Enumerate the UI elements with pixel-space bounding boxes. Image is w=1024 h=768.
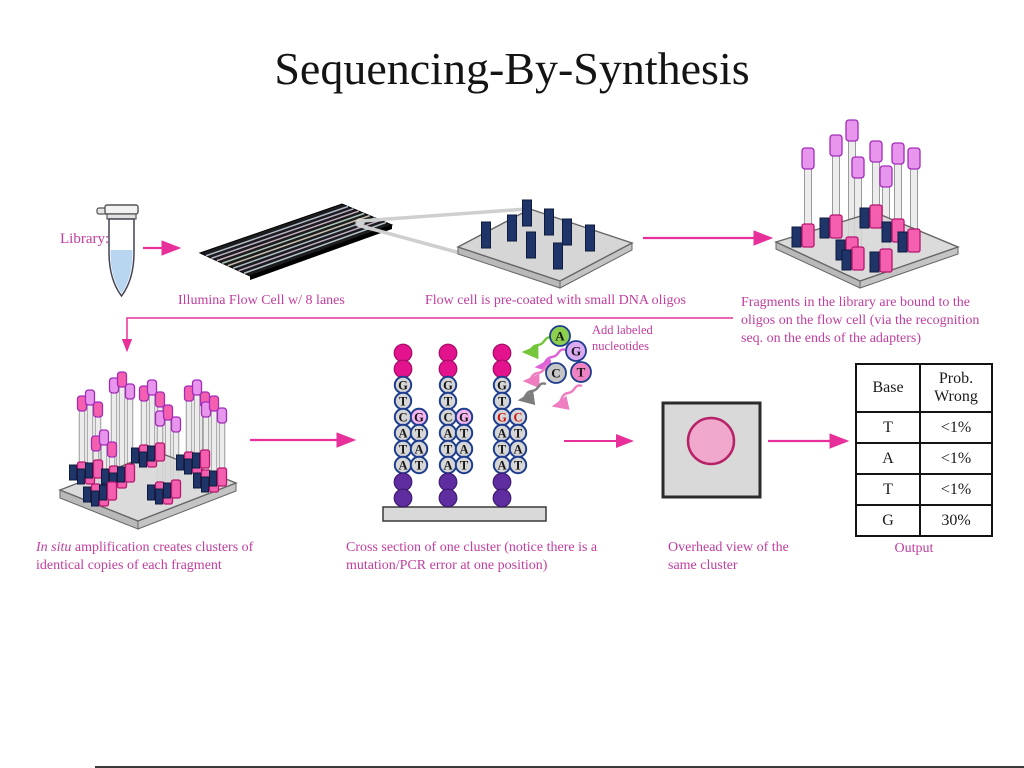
slide-title: Sequencing-By-Synthesis <box>274 43 750 94</box>
flow-cell-caption: Illumina Flow Cell w/ 8 lanes <box>178 293 345 308</box>
oligo-plate-caption: Flow cell is pre-coated with small DNA o… <box>425 293 686 308</box>
svg-text:A: A <box>513 442 522 456</box>
svg-text:G: G <box>414 410 424 424</box>
svg-text:G: G <box>459 410 469 424</box>
svg-text:T: T <box>514 426 523 440</box>
cross-section-caption: Cross section of one cluster (notice the… <box>346 540 598 573</box>
table-cell: T <box>855 473 921 506</box>
oligo-plate-illustration <box>456 199 634 289</box>
zoom-lines <box>359 207 529 255</box>
table-row: A<1% <box>855 442 993 475</box>
svg-text:G: G <box>497 410 507 424</box>
fragments-plate-illustration <box>774 119 960 289</box>
output-caption: Output <box>894 541 934 556</box>
fragments-caption: Fragments in the library are bound to th… <box>741 295 980 346</box>
svg-text:T: T <box>444 442 453 456</box>
cluster-spot <box>686 416 736 466</box>
svg-text:A: A <box>555 329 565 344</box>
svg-text:A: A <box>443 458 452 472</box>
svg-text:G: G <box>443 378 453 392</box>
free-nucleotides: AGC T <box>517 325 592 410</box>
table-cell: <1% <box>919 411 993 444</box>
svg-text:T: T <box>399 442 408 456</box>
library-label: Library: <box>60 231 110 247</box>
svg-text:C: C <box>551 366 560 381</box>
slide-bottom-edge <box>95 766 1024 768</box>
overhead-view <box>661 401 762 499</box>
library-tube-illustration <box>96 204 139 298</box>
svg-text:A: A <box>497 426 506 440</box>
svg-text:A: A <box>497 458 506 472</box>
svg-text:T: T <box>415 458 424 472</box>
svg-text:T: T <box>514 458 523 472</box>
table-cell: A <box>855 442 921 475</box>
svg-text:T: T <box>498 442 507 456</box>
table-header-cell: Base <box>855 363 921 413</box>
svg-text:G: G <box>571 344 581 359</box>
svg-text:C: C <box>513 410 522 424</box>
svg-text:G: G <box>497 378 507 392</box>
table-cell: <1% <box>919 473 993 506</box>
svg-text:T: T <box>577 365 586 380</box>
table-row: T<1% <box>855 411 993 444</box>
flow-arrows <box>121 230 850 449</box>
table-header-cell: Prob. Wrong <box>919 363 993 413</box>
table-cell: G <box>855 504 921 537</box>
amplification-caption-rest: amplification creates clusters of identi… <box>36 540 254 573</box>
amplification-caption: In situ amplification creates clusters o… <box>36 539 274 575</box>
svg-text:A: A <box>398 458 407 472</box>
amplification-caption-italic: In situ <box>36 540 72 555</box>
svg-text:T: T <box>498 394 507 408</box>
svg-text:A: A <box>398 426 407 440</box>
table-cell: 30% <box>919 504 993 537</box>
svg-text:T: T <box>444 394 453 408</box>
table-cell: <1% <box>919 442 993 475</box>
svg-text:C: C <box>443 410 452 424</box>
svg-text:A: A <box>443 426 452 440</box>
overhead-caption: Overhead view of the same cluster <box>668 540 789 573</box>
svg-text:T: T <box>415 426 424 440</box>
table-row: T<1% <box>855 473 993 506</box>
add-nucleotides-label: Add labeled nucleotides <box>592 323 653 353</box>
svg-text:A: A <box>414 442 423 456</box>
svg-text:T: T <box>460 458 469 472</box>
svg-text:T: T <box>399 394 408 408</box>
cluster-plate-illustration <box>58 371 238 530</box>
svg-text:A: A <box>459 442 468 456</box>
connector-fragments-to-amplification <box>121 317 733 353</box>
svg-text:C: C <box>398 410 407 424</box>
svg-text:G: G <box>398 378 408 392</box>
svg-text:T: T <box>460 426 469 440</box>
table-cell: T <box>855 411 921 444</box>
flow-cell-illustration <box>198 203 394 280</box>
